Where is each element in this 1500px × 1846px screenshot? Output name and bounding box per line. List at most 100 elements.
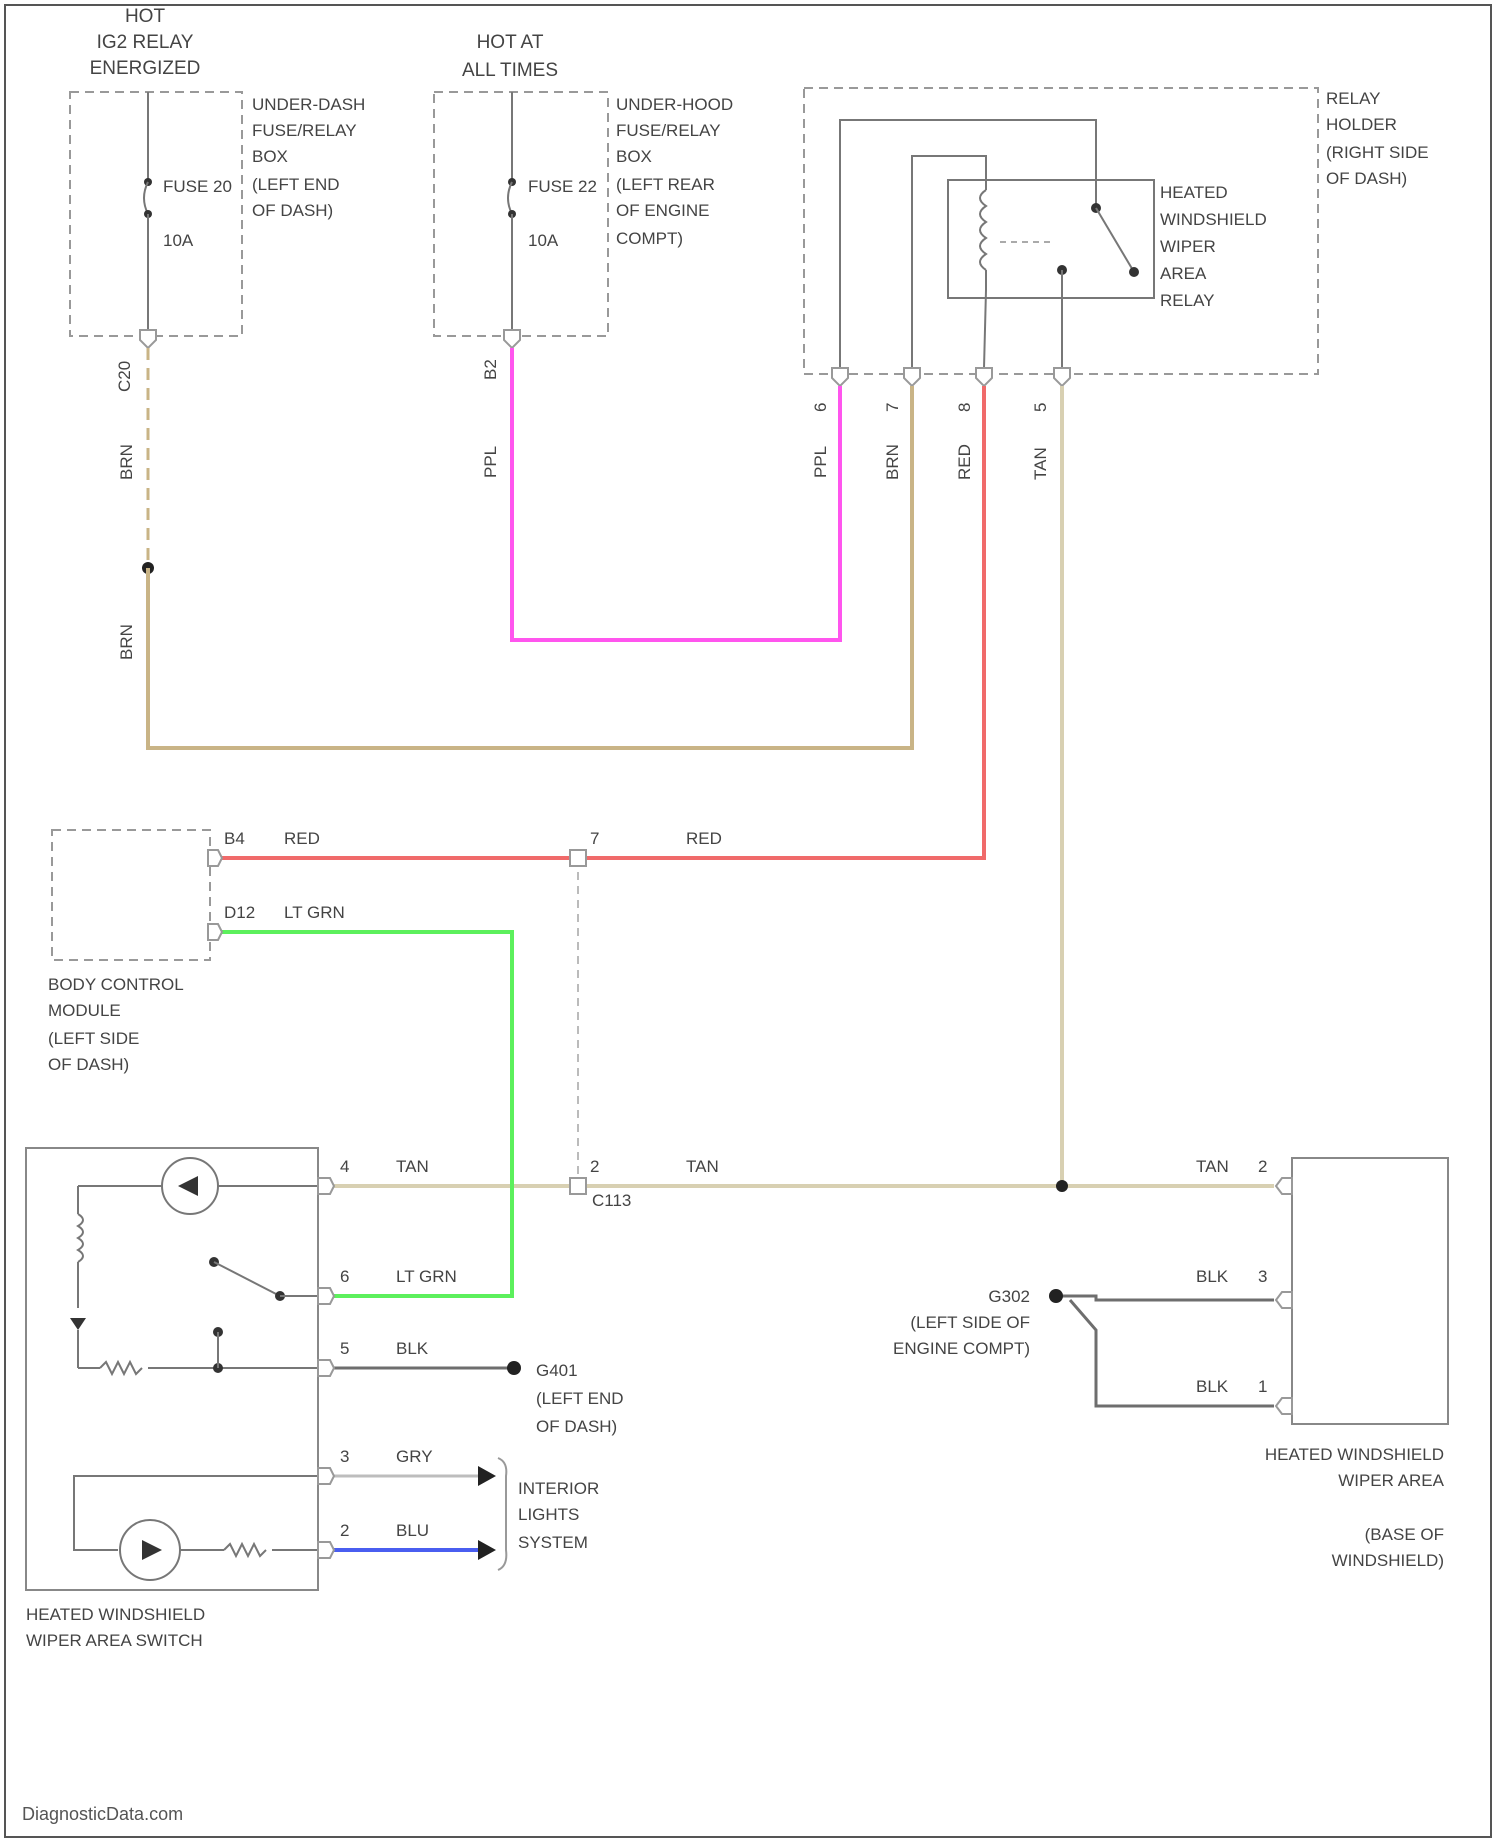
ground-g401-line2: (LEFT END [536,1389,624,1408]
junction-red-terminal [570,850,586,866]
fuse-mid-box-line4: (LEFT REAR [616,175,715,194]
heater-blk3-pin-label: 3 [1258,1267,1267,1286]
relay-coil [980,190,986,270]
heater-blk1-pin-label: 1 [1258,1377,1267,1396]
switch-pin2-label: 2 [340,1521,349,1540]
heater-tan-pin-label: 2 [1258,1157,1267,1176]
fuse-mid-element [508,182,512,214]
junction-red-color-label: RED [686,829,722,848]
fuse-mid-terminal-label: B2 [481,359,500,380]
bcm-label-line2: MODULE [48,1001,121,1020]
wire-ppl-b2-label: PPL [481,446,500,478]
fuse-mid-box-line3: BOX [616,147,652,166]
switch-pin4-label: 4 [340,1157,349,1176]
wire-tan-splice-node [1056,1180,1068,1192]
relay-label-line5: RELAY [1160,291,1215,310]
ground-g401-line3: OF DASH) [536,1417,617,1436]
relay-pin7-label: 7 [883,403,902,412]
bcm-d12-pin-label: D12 [224,903,255,922]
ground-g302-icon [1049,1289,1063,1303]
relay-holder-line2: HOLDER [1326,115,1397,134]
bcm-label-line4: OF DASH) [48,1055,129,1074]
wire-blk-g302-pin1 [1070,1300,1274,1406]
fuse-left-box-outline [70,92,242,336]
fuse-left-box-line2: FUSE/RELAY [252,121,357,140]
fuse-mid-box-line2: FUSE/RELAY [616,121,721,140]
wire-ppl-pin6-label: PPL [811,446,830,478]
fuse-left-group: HOT IG2 RELAY ENERGIZED FUSE 20 10A UNDE… [70,6,365,392]
ground-g302-group: G302 (LEFT SIDE OF ENGINE COMPT) [893,1287,1063,1358]
heater-blk3-color-label: BLK [1196,1267,1229,1286]
relay-pin6-label: 6 [811,403,830,412]
switch-pin4-terminal [318,1178,334,1194]
bcm-label-line1: BODY CONTROL [48,975,184,994]
switch-pin3-label: 3 [340,1447,349,1466]
relay-pin6-terminal [832,368,848,386]
relay-pin5-terminal [1054,368,1070,386]
junction-name-label: C113 [592,1191,631,1210]
bcm-b4-color-label: RED [284,829,320,848]
wire-blk-g302-pin3 [1058,1296,1274,1300]
footer-watermark: DiagnosticData.com [22,1804,183,1824]
switch-lever-icon [214,1262,280,1296]
ground-g401-icon [507,1361,521,1375]
relay-contact-end [1129,267,1139,277]
switch-internal-wire-j [74,1476,318,1550]
fuse-mid-box-line5: OF ENGINE [616,201,710,220]
relay-body-outline [948,180,1154,298]
relay-holder-line1: RELAY [1326,89,1381,108]
interior-group: INTERIOR LIGHTS SYSTEM [478,1458,599,1570]
relay-internal-wire-8 [984,270,986,368]
fuse-mid-terminal [504,330,520,348]
heater-tan-color-label: TAN [1196,1157,1229,1176]
switch-pin3-color-label: GRY [396,1447,433,1466]
fuse-mid-node-top [508,178,516,186]
heater-location-line1: (BASE OF [1365,1525,1444,1544]
switch-group: HEATED WINDSHIELD WIPER AREA SWITCH [26,1148,334,1650]
fuse-mid-box-line6: COMPT) [616,229,683,248]
bcm-b4-terminal [208,850,222,866]
heater-pin2-terminal [1276,1178,1292,1194]
heater-pin3-terminal [1276,1292,1292,1308]
switch-resistor-icon [78,1214,83,1262]
ground-g302-line3: ENGINE COMPT) [893,1339,1030,1358]
fuse-mid-group: HOT AT ALL TIMES FUSE 22 10A UNDER-HOOD … [434,32,733,380]
fuse-left-hot-line3: ENERGIZED [90,58,201,79]
interior-label-line2: LIGHTS [518,1505,579,1524]
heater-label-line2: WIPER AREA [1338,1471,1444,1490]
switch-resistor2-icon [100,1362,142,1374]
fuse-mid-name: FUSE 22 [528,177,597,196]
bcm-label-line3: (LEFT SIDE [48,1029,139,1048]
relay-internal-wire-6 [840,120,1096,368]
switch-indicator-bottom-diode [142,1540,162,1560]
switch-label-line2: WIPER AREA SWITCH [26,1631,203,1650]
switch-pin6-color-label: LT GRN [396,1267,457,1286]
wire-brn-lower-label: BRN [117,624,136,660]
fuse-left-box-line1: UNDER-DASH [252,95,365,114]
switch-pin5-terminal [318,1360,334,1376]
relay-holder-line3: (RIGHT SIDE [1326,143,1429,162]
heater-label-line1: HEATED WINDSHIELD [1265,1445,1444,1464]
fuse-mid-rating: 10A [528,231,559,250]
fuse-mid-hot-line1: HOT AT [477,32,544,53]
heater-blk1-color-label: BLK [1196,1377,1229,1396]
relay-contact-arm [1096,208,1134,272]
fuse-left-box-line5: OF DASH) [252,201,333,220]
wire-ltgrn-bcm-switch [222,932,512,1296]
heater-outline [1292,1158,1448,1424]
fuse-left-hot-line2: IG2 RELAY [97,32,194,53]
switch-pin2-terminal [318,1542,334,1558]
fuse-left-hot-line1: HOT [125,6,166,27]
switch-diode-icon [70,1318,86,1330]
ground-g401-group: G401 (LEFT END OF DASH) [507,1361,624,1436]
switch-pin2-color-label: BLU [396,1521,429,1540]
fuse-left-box-line3: BOX [252,147,288,166]
ground-g401-line1: G401 [536,1361,578,1380]
fuse-mid-hot-line2: ALL TIMES [462,60,558,81]
ground-g302-line1: G302 [988,1287,1030,1306]
switch-label-line1: HEATED WINDSHIELD [26,1605,205,1624]
heater-location-line2: WINDSHIELD) [1332,1551,1444,1570]
fuse-left-element [144,182,148,214]
wire-red-pin8-label: RED [955,444,974,480]
